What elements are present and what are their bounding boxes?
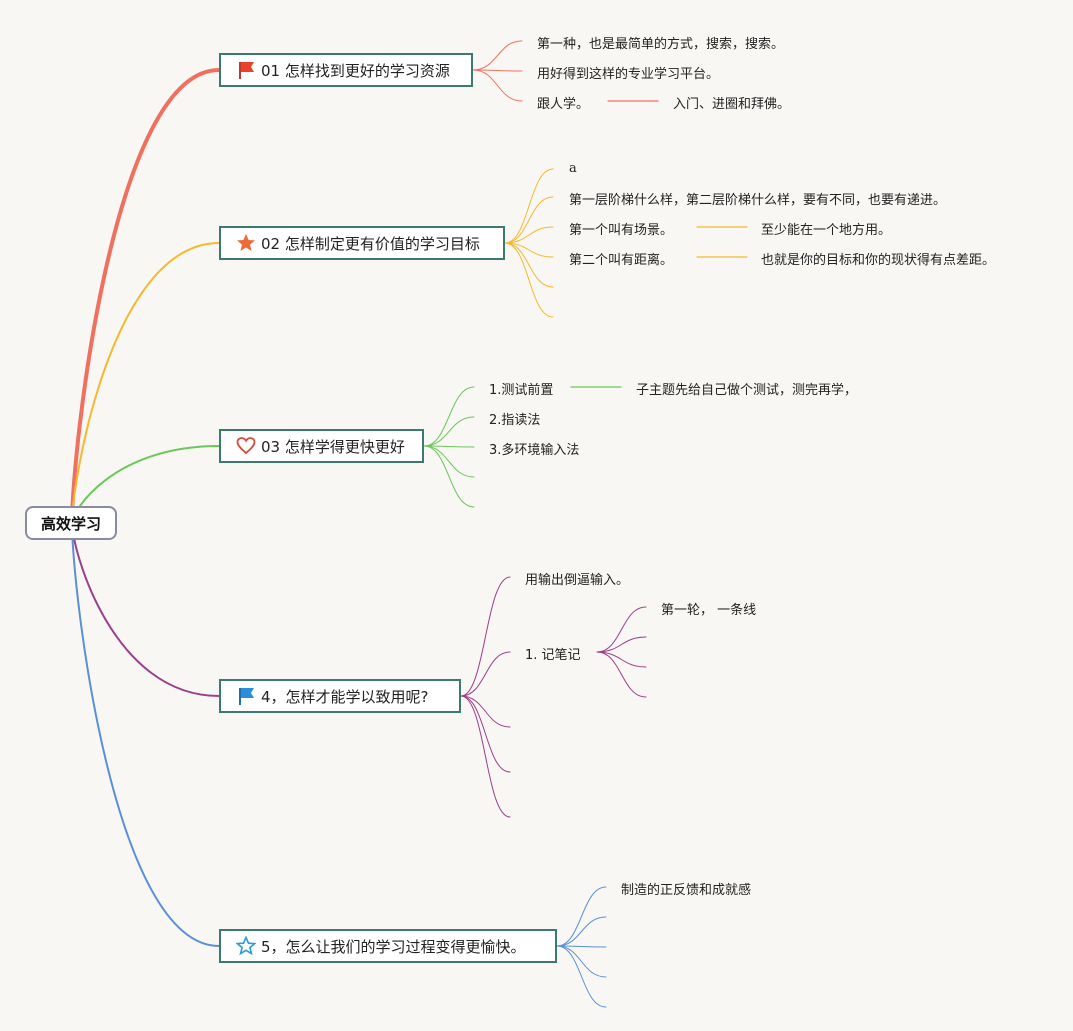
subtopic-connector — [556, 916, 607, 947]
red-flag-icon — [235, 59, 257, 81]
subsubtopic-connector — [596, 606, 647, 653]
topic-label: 01 怎样找到更好的学习资源 — [261, 61, 450, 80]
subtopic-label[interactable]: 3.多环境输入法 — [489, 443, 580, 458]
subtopic-connector — [423, 416, 475, 447]
root-branch-connector — [71, 242, 220, 524]
topic-label: 02 怎样制定更有价值的学习目标 — [261, 234, 480, 253]
subtopic-label[interactable]: 用好得到这样的专业学习平台。 — [537, 67, 720, 82]
subtopic-connector — [504, 242, 554, 288]
subtopic-connector — [460, 695, 511, 818]
subtopic-connector — [556, 886, 607, 947]
root-branch-connector — [71, 522, 220, 697]
subsubtopic-connector — [596, 636, 647, 653]
subtopic-label[interactable]: 1.测试前置 — [489, 383, 554, 398]
subtopic-connector — [423, 386, 475, 447]
detail-label[interactable]: 也就是你的目标和你的现状得有点差距。 — [761, 253, 996, 268]
subtopic-connector — [472, 40, 523, 71]
subtopic-connector — [556, 945, 607, 948]
subtopic-connector — [460, 695, 511, 773]
subtopic-connector — [472, 69, 523, 102]
heart-outline-icon — [235, 435, 257, 457]
topic-set-goals[interactable]: 02 怎样制定更有价值的学习目标 — [219, 226, 505, 260]
blue-flag-icon — [235, 685, 257, 707]
subtopic-label[interactable]: a — [569, 161, 577, 176]
detail-label[interactable]: 第一轮， 一条线 — [661, 603, 757, 618]
subtopic-connector — [472, 69, 523, 72]
root-node[interactable]: 高效学习 — [25, 506, 117, 540]
subtopic-label[interactable]: 2.指读法 — [489, 413, 541, 428]
subtopic-connector — [504, 242, 554, 318]
topic-find-resources[interactable]: 01 怎样找到更好的学习资源 — [219, 53, 473, 87]
detail-label[interactable]: 入门、进圈和拜佛。 — [673, 97, 791, 112]
topic-learn-faster[interactable]: 03 怎样学得更快更好 — [219, 429, 424, 463]
subsubtopic-connector — [596, 651, 647, 698]
subtopic-label[interactable]: 跟人学。 — [537, 97, 590, 112]
subtopic-connector — [460, 695, 511, 728]
subtopic-connector — [460, 651, 511, 697]
subtopic-connector — [423, 445, 475, 448]
topic-enjoy-learning[interactable]: 5，怎么让我们的学习过程变得更愉快。 — [219, 929, 557, 963]
subtopic-label[interactable]: 第一种，也是最简单的方式，搜索，搜索。 — [537, 37, 785, 52]
subtopic-label[interactable]: 用输出倒逼输入。 — [525, 573, 630, 588]
subtopic-label[interactable]: 第一层阶梯什么样，第二层阶梯什么样，要有不同，也要有递进。 — [569, 193, 947, 208]
subtopic-connector — [460, 576, 511, 697]
detail-label[interactable]: 至少能在一个地方用。 — [761, 223, 892, 238]
subtopic-connector — [504, 226, 554, 244]
subtopic-connector — [423, 445, 475, 478]
subtopic-label[interactable]: 第二个叫有距离。 — [569, 253, 674, 268]
subtopic-label[interactable]: 第一个叫有场景。 — [569, 223, 674, 238]
detail-label[interactable]: 子主题先给自己做个测试，测完再学， — [636, 383, 858, 398]
topic-label: 03 怎样学得更快更好 — [261, 437, 405, 456]
subsubtopic-connector — [596, 651, 647, 668]
topic-label: 4，怎样才能学以致用呢? — [261, 687, 429, 706]
topic-label: 5，怎么让我们的学习过程变得更愉快。 — [261, 937, 526, 956]
subtopic-connector — [504, 168, 554, 244]
subtopic-connector — [556, 945, 607, 1008]
orange-star-icon — [235, 232, 257, 254]
subtopic-label[interactable]: 1. 记笔记 — [525, 648, 581, 663]
root-branch-connector — [71, 522, 220, 947]
blue-star-outline-icon — [235, 935, 257, 957]
subtopic-connector — [423, 445, 475, 508]
subtopic-connector — [556, 945, 607, 978]
subtopic-connector — [504, 196, 554, 244]
topic-apply-learning[interactable]: 4，怎样才能学以致用呢? — [219, 679, 461, 713]
root-branch-connector — [70, 68, 221, 525]
subtopic-label[interactable]: 制造的正反馈和成就感 — [621, 883, 752, 898]
